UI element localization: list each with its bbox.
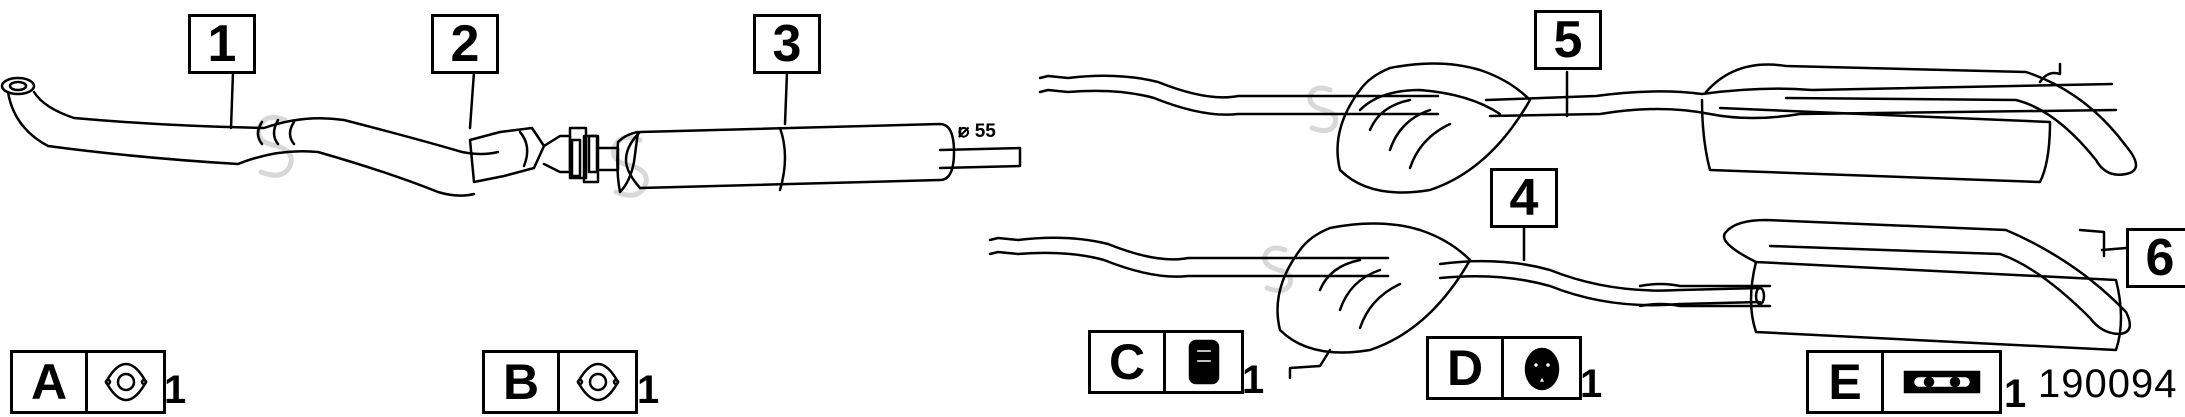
legend-a-qty: 1 xyxy=(164,368,187,412)
rubber-mount-icon xyxy=(1504,336,1582,400)
callout-3: 3 xyxy=(753,14,821,74)
rear-system-upper xyxy=(1038,62,2138,194)
gasket-icon xyxy=(560,350,638,414)
centre-silencer xyxy=(570,122,1022,194)
catalytic-converter xyxy=(468,126,599,184)
legend-c-letter: C xyxy=(1088,330,1166,394)
legend-a: A xyxy=(10,350,166,414)
front-pipe xyxy=(0,76,500,197)
gasket-icon xyxy=(88,350,166,414)
legend-b: B xyxy=(482,350,638,414)
diameter-annotation: ⌀ 55 xyxy=(958,120,996,143)
callout-4: 4 xyxy=(1490,168,1558,228)
diameter-symbol-icon: ⌀ xyxy=(958,121,970,142)
rear-silencer-lower xyxy=(1638,218,2132,352)
part-number: 190094 xyxy=(2038,362,2178,406)
legend-c-qty: 1 xyxy=(1242,358,1265,402)
legend-a-letter: A xyxy=(10,350,88,414)
legend-b-qty: 1 xyxy=(637,368,660,412)
legend-d-qty: 1 xyxy=(1580,362,1603,406)
diameter-value: 55 xyxy=(974,121,996,142)
legend-e: E xyxy=(1806,350,2002,414)
hanger-icon xyxy=(1884,350,2002,414)
leader-lines xyxy=(229,70,2128,262)
callout-6: 6 xyxy=(2126,228,2185,288)
legend-d: D xyxy=(1426,336,1582,400)
legend-b-letter: B xyxy=(482,350,560,414)
callout-1: 1 xyxy=(188,14,256,74)
legend-d-letter: D xyxy=(1426,336,1504,400)
clamp-icon xyxy=(1166,330,1244,394)
legend-e-qty: 1 xyxy=(2004,372,2027,416)
callout-5: 5 xyxy=(1534,10,1602,70)
legend-e-letter: E xyxy=(1806,350,1884,414)
legend-c: C xyxy=(1088,330,1244,394)
callout-2: 2 xyxy=(431,14,499,74)
